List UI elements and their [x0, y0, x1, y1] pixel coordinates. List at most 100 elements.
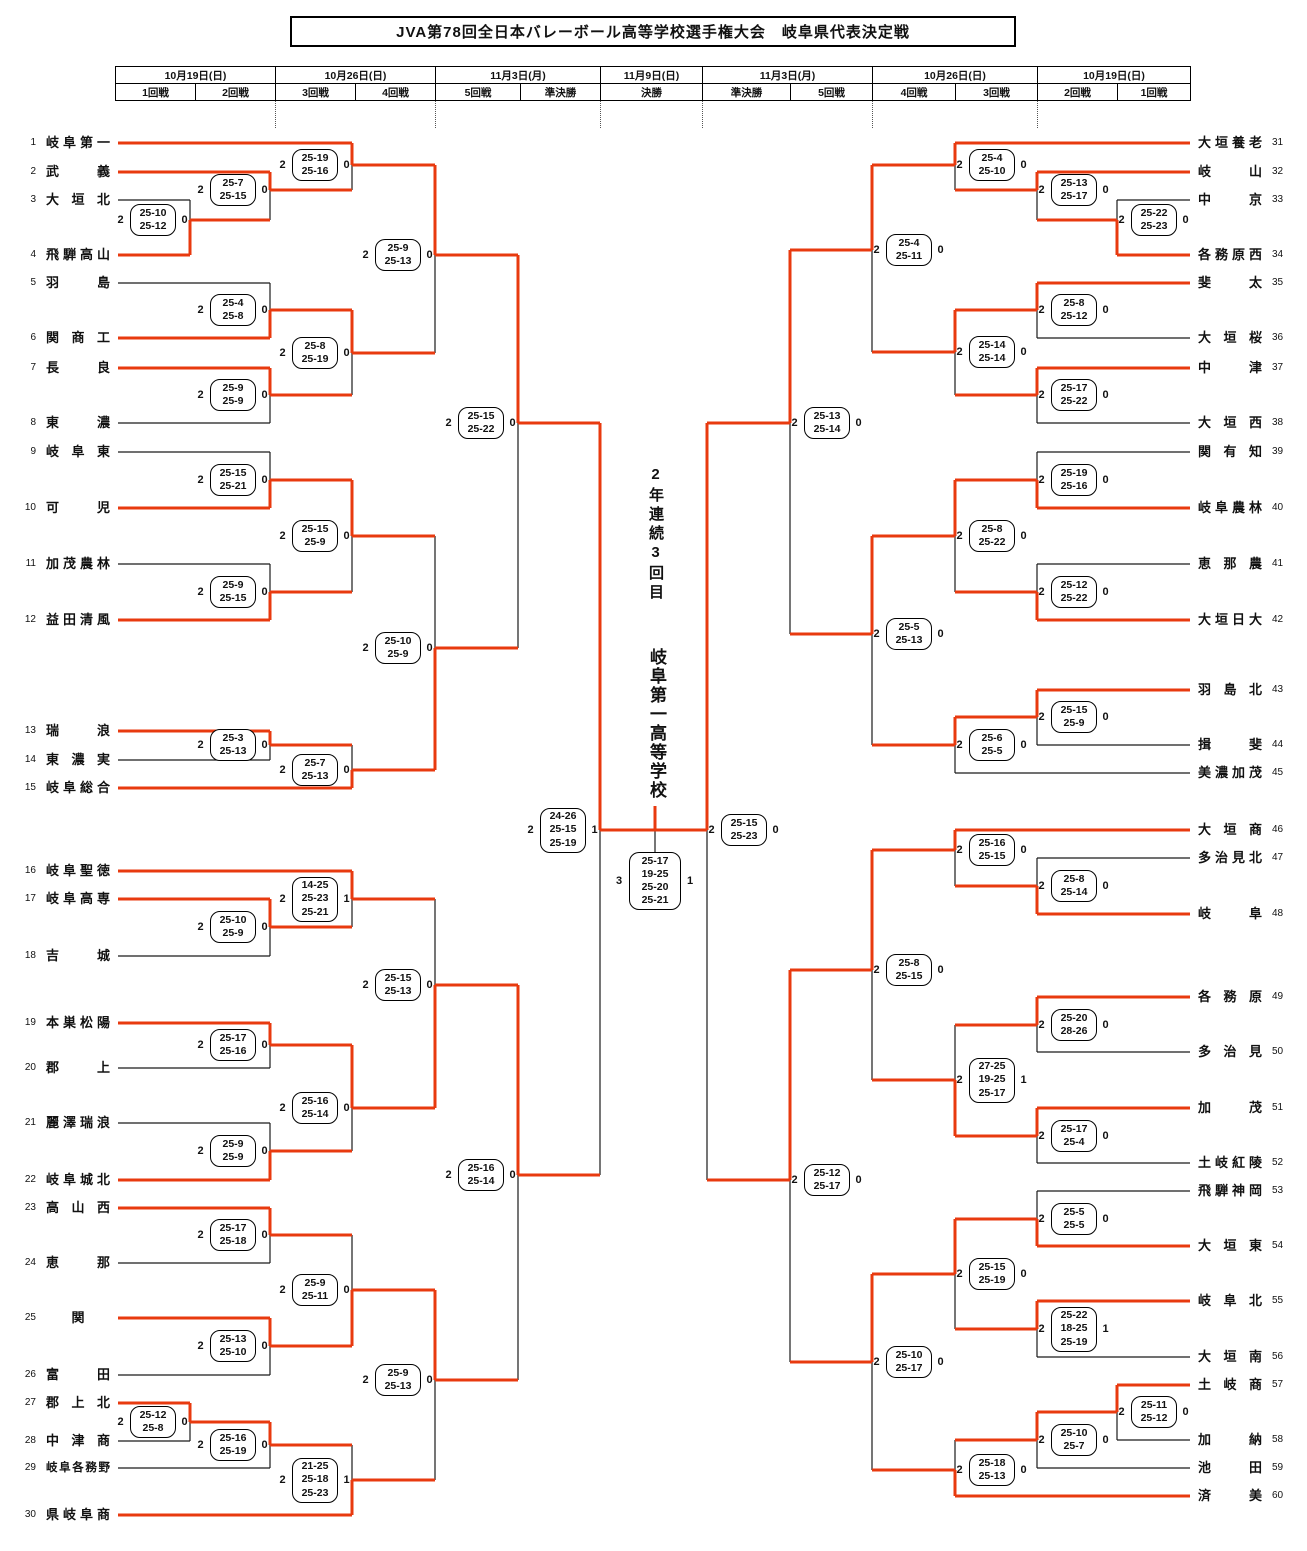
team-number: 44 — [1272, 739, 1284, 750]
set-score: 14-25 — [301, 879, 329, 892]
team-number: 6 — [30, 332, 36, 343]
sets-won-left: 2 — [279, 1102, 286, 1114]
team-name: 中津商 — [46, 1433, 110, 1448]
team-number: 60 — [1272, 1490, 1284, 1501]
set-score: 25-10 — [895, 1348, 923, 1361]
set-score: 25-13 — [978, 1470, 1006, 1482]
set-score: 25-19 — [301, 353, 329, 365]
team-name: 可児 — [46, 500, 110, 515]
sets-won-right: 0 — [1102, 711, 1109, 723]
team-number: 28 — [24, 1435, 36, 1446]
team-number: 50 — [1272, 1046, 1284, 1057]
set-score: 25-5 — [1063, 1205, 1085, 1218]
set-score: 25-10 — [219, 913, 247, 926]
set-score: 25-8 — [1063, 872, 1085, 885]
set-score: 25-12 — [139, 220, 167, 232]
team-number: 18 — [24, 950, 36, 961]
set-score: 25-23 — [301, 1486, 329, 1499]
sets-won-left: 2 — [1038, 1213, 1045, 1225]
round-header-cell: 2回戦 — [1037, 83, 1118, 101]
team-name: 加茂農林 — [46, 556, 110, 571]
set-score: 25-16 — [467, 1161, 495, 1174]
sets-won-right: 0 — [181, 214, 188, 226]
sets-won-left: 2 — [279, 1474, 286, 1486]
sets-won-right: 0 — [1102, 1130, 1109, 1142]
date-header-cell: 10月26日(日) — [275, 66, 436, 84]
round-header-cell: 2回戦 — [195, 83, 276, 101]
set-score: 25-17 — [641, 854, 669, 867]
set-score: 25-17 — [1060, 1122, 1088, 1135]
team-name: 加茂 — [1198, 1100, 1262, 1115]
team-number: 4 — [30, 249, 36, 260]
round-header-cell: 1回戦 — [115, 83, 196, 101]
team-name: 麗澤瑞浪 — [46, 1115, 110, 1130]
sets-won-left: 2 — [708, 824, 715, 836]
round-header-cell: 4回戦 — [872, 83, 956, 101]
set-score: 25-10 — [384, 634, 412, 647]
champion-note: 2年連続3回目 — [647, 466, 664, 603]
team-name: 岐山 — [1198, 164, 1262, 179]
set-score: 25-9 — [222, 927, 244, 939]
sets-won-right: 0 — [343, 1102, 350, 1114]
team-number: 25 — [24, 1312, 36, 1323]
sets-won-right: 0 — [426, 979, 433, 991]
sets-won-right: 0 — [343, 347, 350, 359]
set-score: 25-17 — [219, 1031, 247, 1044]
sets-won-left: 2 — [197, 1439, 204, 1451]
team-number: 5 — [30, 277, 36, 288]
team-name: 岐阜農林 — [1198, 500, 1262, 515]
team-name: 美濃加茂 — [1198, 765, 1262, 780]
team-name: 東濃実 — [46, 752, 110, 767]
team-number: 38 — [1272, 417, 1284, 428]
sets-won-right: 0 — [1020, 159, 1027, 171]
team-number: 46 — [1272, 824, 1284, 835]
team-number: 10 — [24, 502, 36, 513]
sets-won-right: 0 — [1102, 474, 1109, 486]
set-score: 25-14 — [813, 423, 841, 435]
team-number: 39 — [1272, 446, 1284, 457]
sets-won-left: 2 — [873, 1356, 880, 1368]
team-number: 35 — [1272, 277, 1284, 288]
sets-won-left: 2 — [1118, 1406, 1125, 1418]
sets-won-right: 0 — [1102, 1213, 1109, 1225]
team-number: 24 — [24, 1257, 36, 1268]
sets-won-right: 0 — [261, 184, 268, 196]
team-number: 20 — [24, 1062, 36, 1073]
set-score: 25-9 — [304, 1276, 326, 1289]
set-score: 25-11 — [895, 250, 923, 262]
set-score: 25-16 — [978, 836, 1006, 849]
set-score: 25-15 — [978, 850, 1006, 862]
set-score: 25-22 — [1140, 206, 1168, 219]
date-boundary-guide — [600, 101, 601, 128]
sets-won-right: 0 — [343, 530, 350, 542]
team-number: 7 — [30, 362, 36, 373]
set-score: 25-15 — [384, 971, 412, 984]
team-name: 大垣北 — [46, 192, 110, 207]
team-number: 41 — [1272, 558, 1284, 569]
team-name: 岐阜各務野 — [46, 1462, 110, 1474]
set-score: 25-18 — [301, 1473, 329, 1486]
set-score: 25-17 — [1060, 190, 1088, 202]
set-score: 25-5 — [898, 620, 920, 633]
set-score: 25-9 — [222, 578, 244, 591]
team-name: 各務原西 — [1198, 247, 1262, 262]
sets-won-right: 0 — [1102, 184, 1109, 196]
set-score: 25-21 — [301, 905, 329, 918]
team-name: 飛騨高山 — [46, 247, 110, 262]
sets-won-right: 0 — [1182, 214, 1189, 226]
set-score: 25-3 — [222, 731, 244, 744]
sets-won-left: 2 — [197, 1145, 204, 1157]
team-name: 岐阜第一 — [46, 135, 110, 150]
sets-won-right: 0 — [1020, 346, 1027, 358]
